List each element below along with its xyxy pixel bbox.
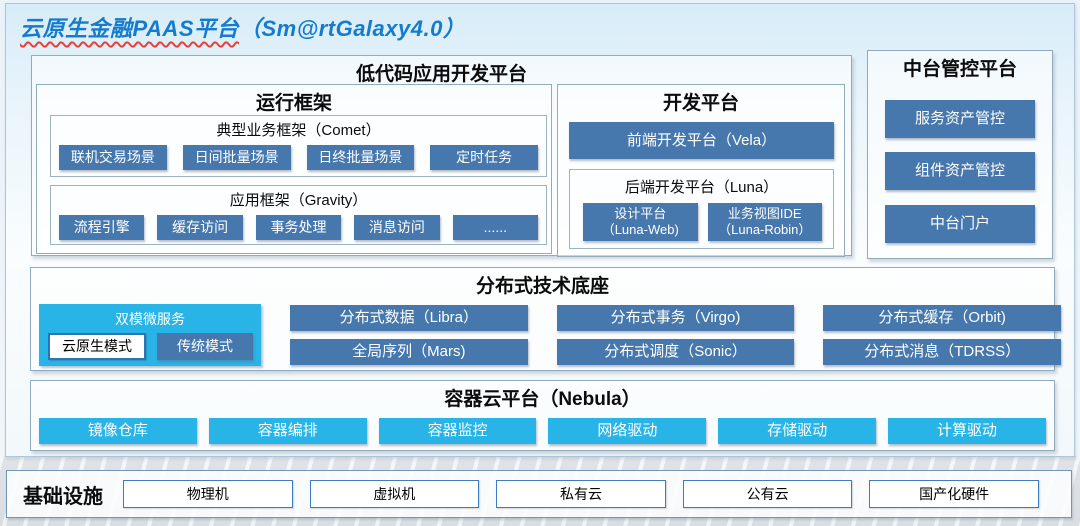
page-title-suffix: （Sm@rtGalaxy4.0） xyxy=(239,16,466,41)
distributed-title: 分布式技术底座 xyxy=(475,276,609,297)
block-scheduled-task[interactable]: 定时任务 xyxy=(430,145,538,170)
dual-mode-microservice-block: 双模微服务 云原生模式 传统模式 xyxy=(39,304,261,366)
runtime-title: 运行框架 xyxy=(255,93,332,114)
luna-web-line2: （Luna-Web) xyxy=(601,222,679,237)
lowcode-platform-box: 低代码应用开发平台 运行框架 典型业务框架（Comet） 联机交易场景 日间批量… xyxy=(31,55,852,257)
infrastructure-items-row: 物理机 虚拟机 私有云 公有云 国产化硬件 xyxy=(123,480,1039,508)
midplatform-mgmt-box: 中台管控平台 服务资产管控 组件资产管控 中台门户 xyxy=(867,50,1053,259)
block-network-driver[interactable]: 网络驱动 xyxy=(548,418,707,444)
block-business-view-ide-luna-robin[interactable]: 业务视图IDE （Luna-Robin） xyxy=(707,203,822,241)
block-container-orchestration[interactable]: 容器编排 xyxy=(208,418,367,444)
block-virtual-machine[interactable]: 虚拟机 xyxy=(309,480,480,508)
dual-mode-row: 云原生模式 传统模式 xyxy=(48,333,253,360)
gravity-title: 应用框架（Gravity） xyxy=(229,192,368,209)
dev-title: 开发平台 xyxy=(662,93,739,114)
dual-mode-title: 双模微服务 xyxy=(115,311,185,327)
block-traditional-mode[interactable]: 传统模式 xyxy=(157,333,253,360)
luna-robin-line2: （Luna-Robin） xyxy=(718,222,812,237)
luna-web-line1: 设计平台 xyxy=(614,206,667,221)
page-title: 云原生金融PAAS平台（Sm@rtGalaxy4.0） xyxy=(20,11,465,43)
block-distributed-data-libra[interactable]: 分布式数据（Libra） xyxy=(290,305,528,331)
block-global-sequence-mars[interactable]: 全局序列（Mars) xyxy=(290,339,528,365)
runtime-framework-panel: 运行框架 典型业务框架（Comet） 联机交易场景 日间批量场景 日终批量场景 … xyxy=(36,84,552,254)
luna-robin-line1: 业务视图IDE xyxy=(727,206,802,221)
block-intraday-batch[interactable]: 日间批量场景 xyxy=(182,145,291,170)
page-title-main: 云原生金融PAAS平台 xyxy=(20,16,239,41)
midplatform-title: 中台管控平台 xyxy=(902,59,1017,80)
comet-title: 典型业务框架（Comet） xyxy=(216,122,381,139)
gravity-framework-box: 应用框架（Gravity） 流程引擎 缓存访问 事务处理 消息访问 ...... xyxy=(50,185,547,245)
luna-title: 后端开发平台（Luna） xyxy=(624,179,779,196)
block-service-asset-mgmt[interactable]: 服务资产管控 xyxy=(885,100,1035,138)
block-public-cloud[interactable]: 公有云 xyxy=(682,480,853,508)
block-distributed-message-tdrss[interactable]: 分布式消息（TDRSS） xyxy=(823,339,1061,365)
block-component-asset-mgmt[interactable]: 组件资产管控 xyxy=(885,152,1035,190)
dev-platform-panel: 开发平台 前端开发平台（Vela） 后端开发平台（Luna） 设计平台 （Lun… xyxy=(557,84,845,257)
block-storage-driver[interactable]: 存储驱动 xyxy=(718,418,877,444)
comet-framework-box: 典型业务框架（Comet） 联机交易场景 日间批量场景 日终批量场景 定时任务 xyxy=(50,115,547,177)
block-midplatform-portal[interactable]: 中台门户 xyxy=(885,205,1035,243)
block-distributed-cache-orbit[interactable]: 分布式缓存（Orbit) xyxy=(823,305,1061,331)
block-compute-driver[interactable]: 计算驱动 xyxy=(888,418,1046,444)
block-online-transaction[interactable]: 联机交易场景 xyxy=(59,145,167,170)
luna-backend-box: 后端开发平台（Luna） 设计平台 （Luna-Web) 业务视图IDE （Lu… xyxy=(569,169,834,249)
block-cache-access[interactable]: 缓存访问 xyxy=(157,215,243,240)
luna-button-row: 设计平台 （Luna-Web) 业务视图IDE （Luna-Robin） xyxy=(583,203,822,241)
block-message-access[interactable]: 消息访问 xyxy=(354,215,440,240)
block-distributed-scheduling-sonic[interactable]: 分布式调度（Sonic） xyxy=(556,339,795,365)
gravity-button-row: 流程引擎 缓存访问 事务处理 消息访问 ...... xyxy=(59,215,539,240)
infrastructure-title: 基础设施 xyxy=(23,485,103,508)
block-cloud-native-mode[interactable]: 云原生模式 xyxy=(48,333,146,360)
infrastructure-strip: 基础设施 物理机 虚拟机 私有云 公有云 国产化硬件 xyxy=(6,470,1072,518)
block-container-monitoring[interactable]: 容器监控 xyxy=(378,418,537,444)
block-frontend-vela[interactable]: 前端开发平台（Vela） xyxy=(569,122,834,159)
comet-button-row: 联机交易场景 日间批量场景 日终批量场景 定时任务 xyxy=(59,145,538,170)
distributed-button-grid: 分布式数据（Libra） 分布式事务（Virgo) 分布式缓存（Orbit) 全… xyxy=(290,305,1061,365)
block-distributed-transaction-virgo[interactable]: 分布式事务（Virgo) xyxy=(556,305,795,331)
block-image-registry[interactable]: 镜像仓库 xyxy=(39,418,197,444)
block-more-ellipsis[interactable]: ...... xyxy=(452,215,539,240)
block-transaction-processing[interactable]: 事务处理 xyxy=(255,215,342,240)
block-private-cloud[interactable]: 私有云 xyxy=(496,480,666,508)
distributed-base-box: 分布式技术底座 双模微服务 云原生模式 传统模式 分布式数据（Libra） 分布… xyxy=(30,267,1061,371)
block-endofday-batch[interactable]: 日终批量场景 xyxy=(306,145,415,170)
nebula-title: 容器云平台（Nebula） xyxy=(444,389,641,410)
block-physical-machine[interactable]: 物理机 xyxy=(123,480,293,508)
lowcode-title: 低代码应用开发平台 xyxy=(355,64,527,85)
block-process-engine[interactable]: 流程引擎 xyxy=(59,215,145,240)
nebula-container-cloud-box: 容器云平台（Nebula） 镜像仓库 容器编排 容器监控 网络驱动 存储驱动 计… xyxy=(30,380,1055,451)
block-domestic-hardware[interactable]: 国产化硬件 xyxy=(869,480,1039,508)
nebula-button-row: 镜像仓库 容器编排 容器监控 网络驱动 存储驱动 计算驱动 xyxy=(39,418,1046,444)
block-design-platform-luna-web[interactable]: 设计平台 （Luna-Web) xyxy=(583,203,698,241)
